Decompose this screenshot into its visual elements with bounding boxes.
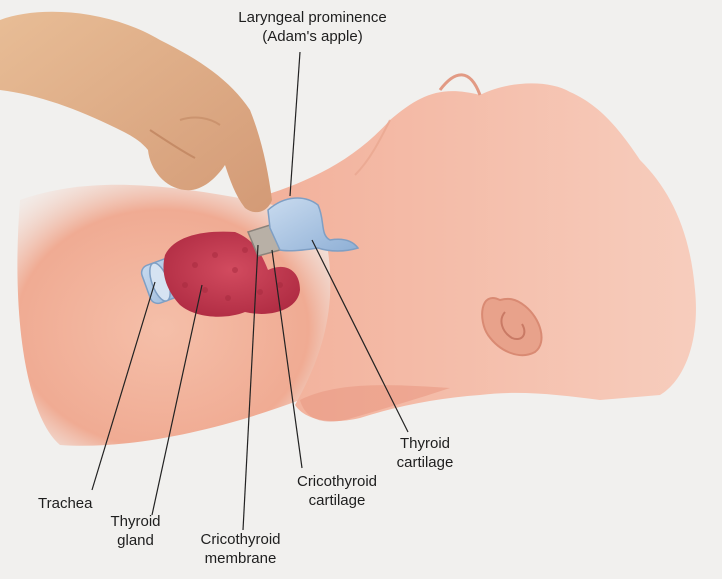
knuckle-line [179,116,221,126]
leader-cricothyroid-cartilage [271,249,303,469]
leader-lines [91,51,409,531]
leader-cricothyroid-membrane [242,244,259,531]
nose [438,73,482,96]
ear-inner [500,311,526,340]
finger-crease [149,129,196,159]
label-laryngeal-prominence: Laryngeal prominence (Adam's apple) [238,9,387,45]
label-trachea: Trachea [38,495,93,512]
thyroid-gland-shape [163,231,300,317]
label-cricothyroid-membrane: Cricothyroid membrane [200,531,281,567]
neck-shadow [300,385,450,422]
label-cricothyroid-cartilage: Cricothyroid cartilage [296,473,378,509]
leader-laryngeal-prominence [289,51,301,197]
ear [481,297,543,357]
chin-line [354,119,391,176]
leader-trachea [91,281,156,491]
leader-thyroid-cartilage [311,239,409,433]
label-thyroid-cartilage: Thyroid cartilage [396,435,454,471]
thyroid-cartilage-shape [267,197,360,252]
gland-texture [182,247,283,301]
label-thyroid-gland: Thyroid gland [110,513,161,549]
hand [0,11,272,213]
leader-thyroid-gland [151,284,203,516]
